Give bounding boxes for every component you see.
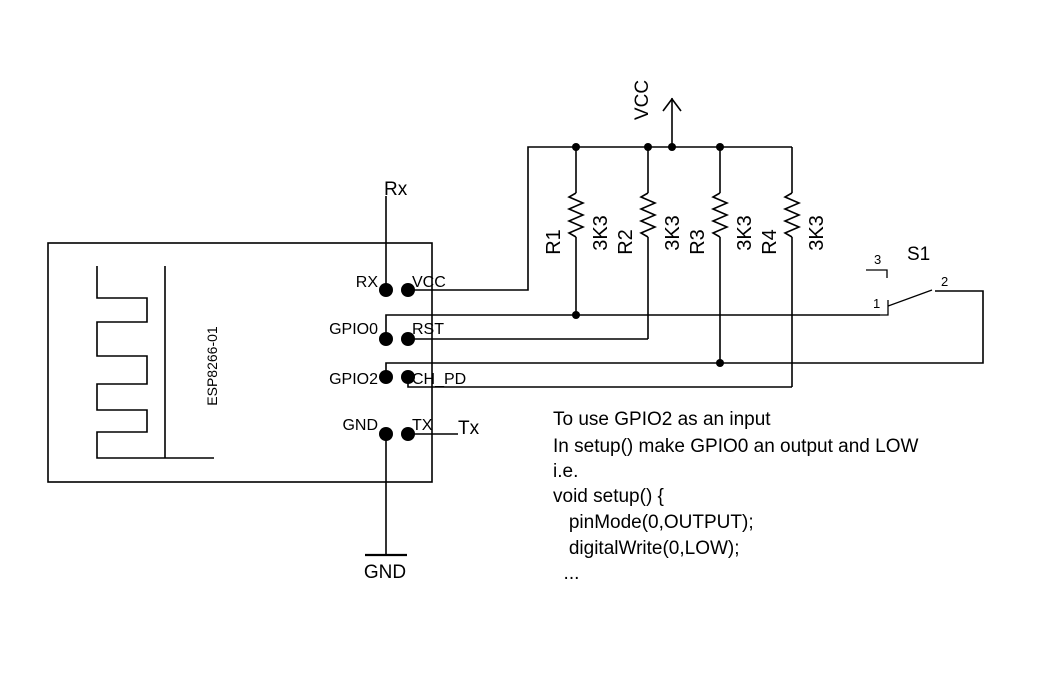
note-line: ... [553,563,579,584]
switch-s1 [866,269,933,316]
gpio0-net [385,314,880,339]
resistor-value-r1: 3K3 [590,215,612,251]
ch-pd-net [407,377,792,388]
resistor-ref-r3: R3 [687,229,709,255]
usage-note: To use GPIO2 as an input In setup() make… [553,409,918,584]
note-line: i.e. [553,461,578,482]
pcb-antenna [96,266,214,459]
net-label-gnd: GND [364,562,406,583]
pin-label-gpio0: GPIO0 [329,321,378,338]
module-name: ESP8266-01 [204,326,220,406]
resistor-ref-r1: R1 [543,229,565,255]
pin-label-gnd: GND [342,417,378,434]
net-label-vcc: VCC [632,80,653,120]
vcc-bus [408,146,792,291]
note-line: To use GPIO2 as an input [553,409,771,430]
vcc-arrow-icon [662,97,682,147]
resistor-r3 [710,147,730,363]
switch-pin-1: 1 [873,296,880,311]
pin-label-rx: RX [356,274,379,291]
switch-pin-3: 3 [874,252,881,267]
net-label-tx: Tx [458,418,480,439]
note-line: pinMode(0,OUTPUT); [553,512,754,533]
resistor-r2 [638,147,658,339]
switch-ref: S1 [907,244,930,265]
net-label-rx: Rx [384,179,408,200]
switch-pin-2: 2 [941,274,948,289]
note-line: void setup() { [553,486,665,507]
gpio2-net [385,290,984,377]
note-line: In setup() make GPIO0 an output and LOW [553,436,918,457]
pin-label-vcc: VCC [412,274,446,291]
resistor-r1 [566,147,586,315]
header-pins [379,283,415,441]
pin-label-tx: TX [412,417,433,434]
pin-label-ch-pd: CH_PD [412,371,466,388]
resistor-value-r3: 3K3 [734,215,756,251]
resistor-ref-r2: R2 [615,229,637,255]
note-line: digitalWrite(0,LOW); [553,538,740,559]
resistor-value-r2: 3K3 [662,215,684,251]
pin-label-rst: RST [412,321,444,338]
pin-label-gpio2: GPIO2 [329,371,378,388]
resistor-value-r4: 3K3 [806,215,828,251]
resistor-ref-r4: R4 [759,229,781,255]
resistor-r4 [782,147,802,387]
